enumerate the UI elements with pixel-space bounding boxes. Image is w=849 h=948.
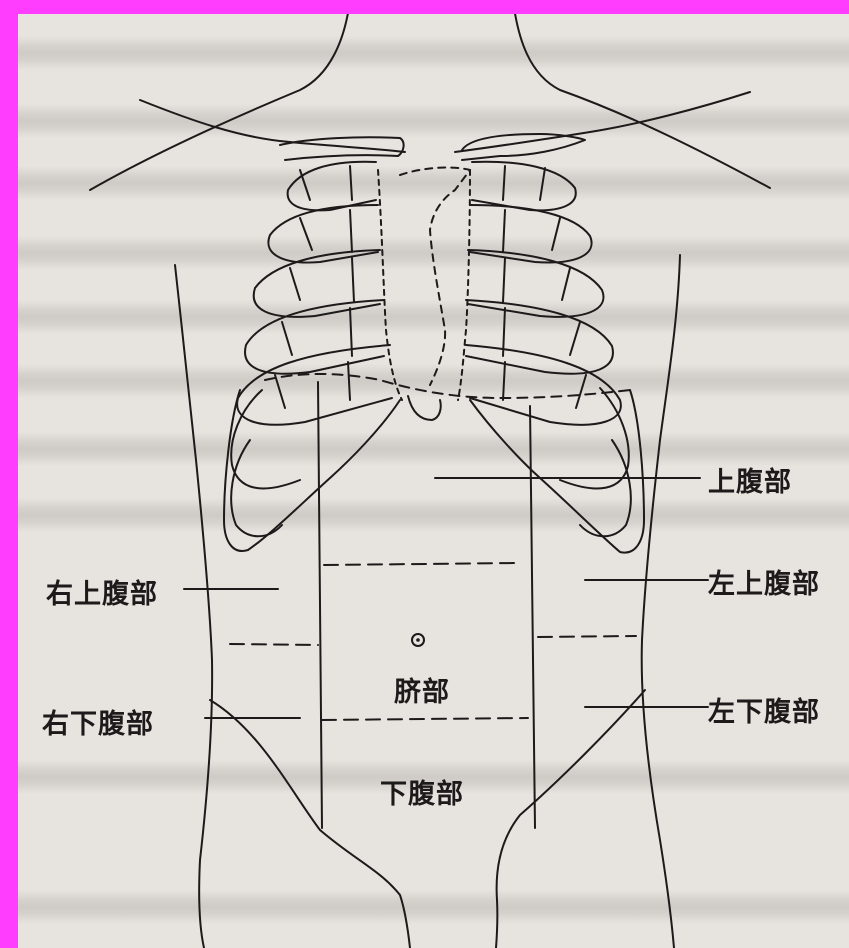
rib [468,250,603,317]
groin-right [496,690,645,948]
rib-segment [503,258,505,302]
rib-segment [275,375,285,408]
rib [254,250,380,317]
left-mid-dashed-line [538,636,636,637]
rib-segment [300,218,312,250]
label-umbilical: 脐部 [394,670,450,709]
label-epigastric: 上腹部 [708,460,792,499]
left-ribs [224,162,402,551]
groin-left [210,700,410,948]
neck-right-edge [513,14,770,188]
rib [237,345,392,425]
neck-left-edge [90,14,350,190]
torso-left-side [175,265,212,948]
rib [231,390,300,488]
rib [466,345,621,425]
shoulder-curve-right [455,92,750,152]
label-left-hypochondriac: 左上腹部 [708,562,820,601]
torso-right-side [642,255,680,948]
clavicle-right [462,134,585,160]
rib-segment [352,258,354,302]
rib [288,162,376,211]
rib-segment [290,268,300,300]
rib-segment [570,322,580,355]
rib-segment [562,268,570,300]
rib-segment [503,210,505,252]
clavicle-left [280,137,404,160]
right-mid-dashed-line [230,644,318,645]
left-vertical-line [530,406,535,828]
rib-segment [348,362,350,400]
label-right-hypochondriac: 右上腹部 [46,572,158,611]
rib-segment [552,218,560,250]
rib [560,388,629,488]
xiphoid-process [408,396,441,420]
right-vertical-line [318,382,322,828]
rib-segment [503,362,505,400]
label-right-iliac: 右下腹部 [42,702,154,741]
lower-dashed-line [322,718,528,720]
cartilage-line-left [378,170,402,400]
costal-margin-left [224,390,400,551]
cartilage-line-right [458,170,470,400]
rib-segment [350,210,352,252]
paper-background: 上腹部 左上腹部 右上腹部 脐部 右下腹部 左下腹部 下腹部 [18,14,849,948]
label-left-iliac: 左下腹部 [708,690,820,729]
rib-cage [224,134,644,553]
rib [470,205,592,263]
rib [268,205,378,263]
navel-mark [412,634,424,646]
rib-segment [540,168,545,200]
label-hypogastric: 下腹部 [380,772,464,811]
rib-segment [350,166,352,200]
rib [472,162,576,211]
subcostal-line [265,374,630,398]
rib-segment [282,322,292,355]
rib-segment [576,375,586,408]
rib-segment [503,166,505,200]
right-ribs [458,162,644,553]
upper-dashed-line [324,563,516,565]
region-lines [230,374,636,828]
sternum-outline [400,168,470,385]
